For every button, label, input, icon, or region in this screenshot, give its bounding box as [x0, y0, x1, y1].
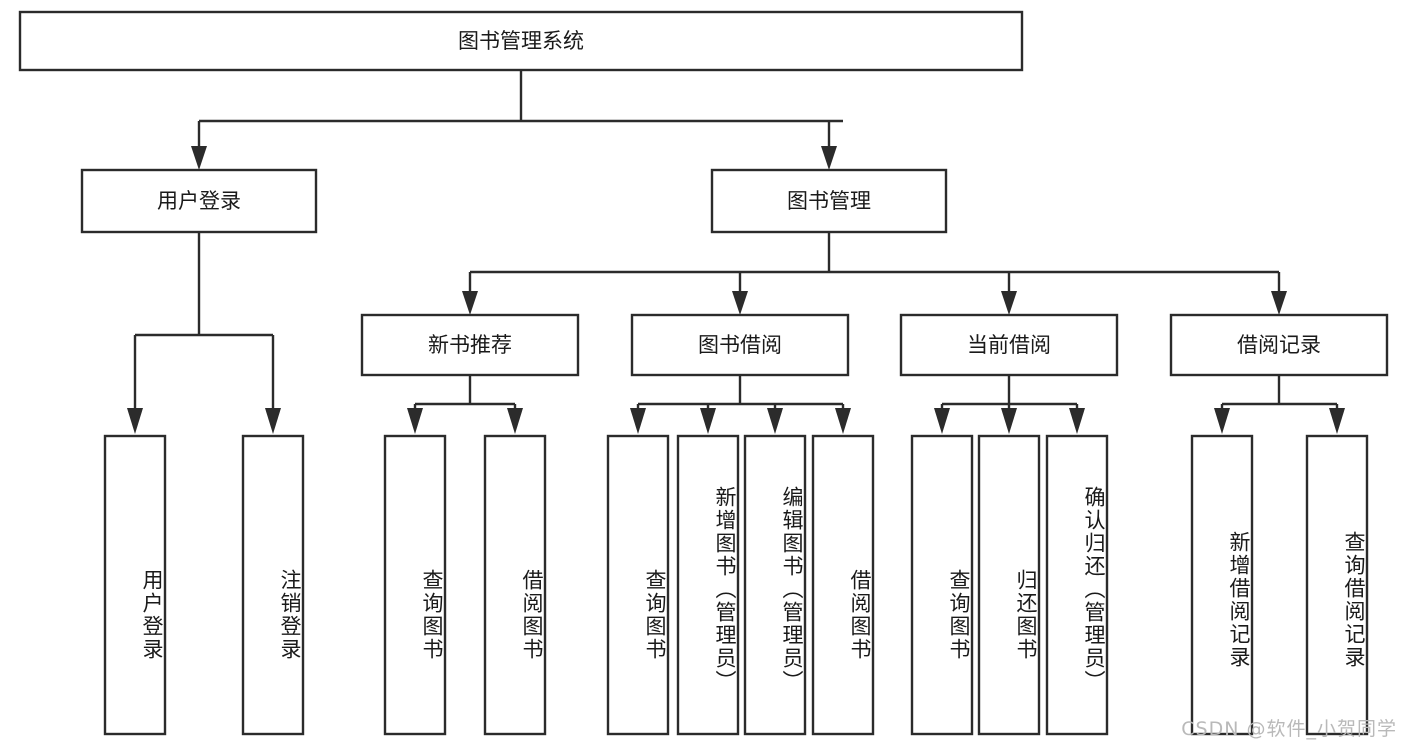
- node-box-leaf-add-book[interactable]: [676, 434, 740, 736]
- node-box-leaf-edit-book[interactable]: [743, 434, 807, 736]
- node-label-current-borrow: 当前借阅: [967, 333, 1051, 357]
- arrow-head-leaf-edit-book: [767, 408, 783, 434]
- connector-group-book-borrow: [630, 375, 851, 434]
- connector-group-book-manage: [462, 232, 1287, 315]
- node-box-borrow-record[interactable]: [1169, 313, 1389, 377]
- node-box-root[interactable]: [18, 10, 1024, 72]
- arrow-head-leaf-borrow-book-2: [835, 408, 851, 434]
- connector-group-borrow-record: [1214, 375, 1345, 434]
- connector-group-new-book-rec: [407, 375, 523, 434]
- node-label-borrow-record: 借阅记录: [1237, 333, 1321, 357]
- node-label-book-borrow: 图书借阅: [698, 333, 782, 357]
- node-box-leaf-query-book-1[interactable]: [383, 434, 447, 736]
- arrow-head-current-borrow: [1001, 291, 1017, 315]
- connector-group-root: [191, 70, 843, 170]
- node-box-current-borrow[interactable]: [899, 313, 1119, 377]
- node-box-leaf-query-record[interactable]: [1305, 434, 1369, 736]
- node-box-leaf-query-book-3[interactable]: [910, 434, 974, 736]
- node-box-leaf-query-book-2[interactable]: [606, 434, 670, 736]
- arrow-head-leaf-query-book-2: [630, 408, 646, 434]
- connector-group-user-login: [127, 232, 281, 434]
- arrow-head-leaf-query-record: [1329, 408, 1345, 434]
- node-box-leaf-return-book[interactable]: [977, 434, 1041, 736]
- node-box-new-book-rec[interactable]: [360, 313, 580, 377]
- node-box-leaf-borrow-book-1[interactable]: [483, 434, 547, 736]
- node-box-leaf-user-login[interactable]: [103, 434, 167, 736]
- node-box-leaf-add-record[interactable]: [1190, 434, 1254, 736]
- arrow-head-leaf-add-book: [700, 408, 716, 434]
- node-box-leaf-logout[interactable]: [241, 434, 305, 736]
- node-label-root: 图书管理系统: [458, 29, 584, 53]
- connector-group-current-borrow: [934, 375, 1085, 434]
- arrow-head-book-borrow: [732, 291, 748, 315]
- node-box-book-manage[interactable]: [710, 168, 948, 234]
- node-box-user-login[interactable]: [80, 168, 318, 234]
- arrow-head-leaf-add-record: [1214, 408, 1230, 434]
- arrow-head-user-login: [191, 146, 207, 170]
- arrow-head-new-book-rec: [462, 291, 478, 315]
- node-box-book-borrow[interactable]: [630, 313, 850, 377]
- node-label-user-login: 用户登录: [157, 189, 241, 213]
- arrow-head-leaf-query-book-3: [934, 408, 950, 434]
- node-label-book-manage: 图书管理: [787, 189, 871, 213]
- arrow-head-leaf-return-book: [1001, 408, 1017, 434]
- arrow-head-leaf-logout: [265, 408, 281, 434]
- node-box-leaf-borrow-book-2[interactable]: [811, 434, 875, 736]
- node-box-leaf-confirm-return[interactable]: [1045, 434, 1109, 736]
- node-label-new-book-rec: 新书推荐: [428, 333, 512, 357]
- arrow-head-leaf-confirm-return: [1069, 408, 1085, 434]
- arrow-head-book-manage: [821, 146, 837, 170]
- arrow-head-leaf-query-book-1: [407, 408, 423, 434]
- arrow-head-leaf-borrow-book-1: [507, 408, 523, 434]
- arrow-head-borrow-record: [1271, 291, 1287, 315]
- arrow-head-leaf-user-login: [127, 408, 143, 434]
- csdn-watermark: CSDN @软件_小贺同学: [1181, 718, 1397, 740]
